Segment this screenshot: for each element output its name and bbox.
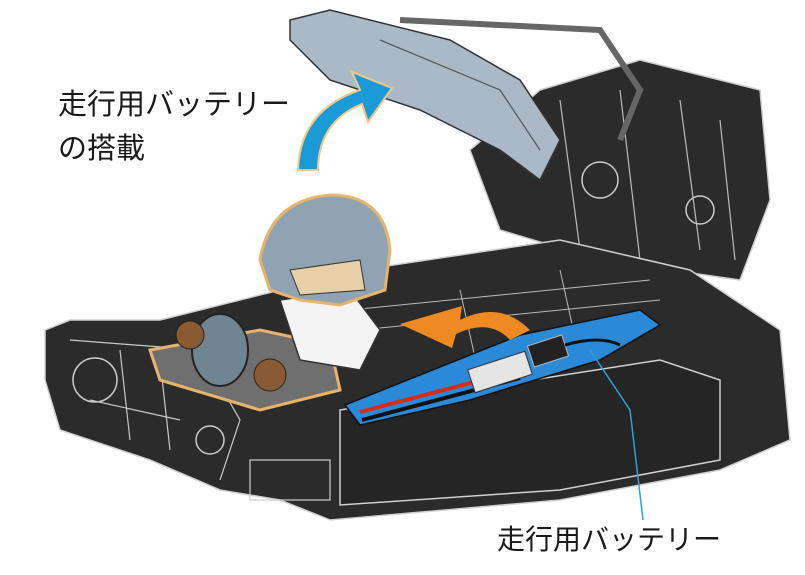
- battery-leader-line: [589, 349, 644, 521]
- battery-tray: [343, 309, 662, 426]
- title-line-2: の搭載: [58, 131, 146, 165]
- battery-callout: 走行用バッテリー: [497, 523, 722, 556]
- title-line-1: 走行用バッテリー: [58, 87, 291, 121]
- rear-suspension: [469, 59, 771, 281]
- lift-arrow: [296, 70, 394, 171]
- remove-driver-arrow: [400, 306, 530, 348]
- body-frame: [289, 9, 644, 182]
- installation-title: 走行用バッテリー の搭載: [58, 82, 290, 170]
- driver-figure: [148, 193, 392, 412]
